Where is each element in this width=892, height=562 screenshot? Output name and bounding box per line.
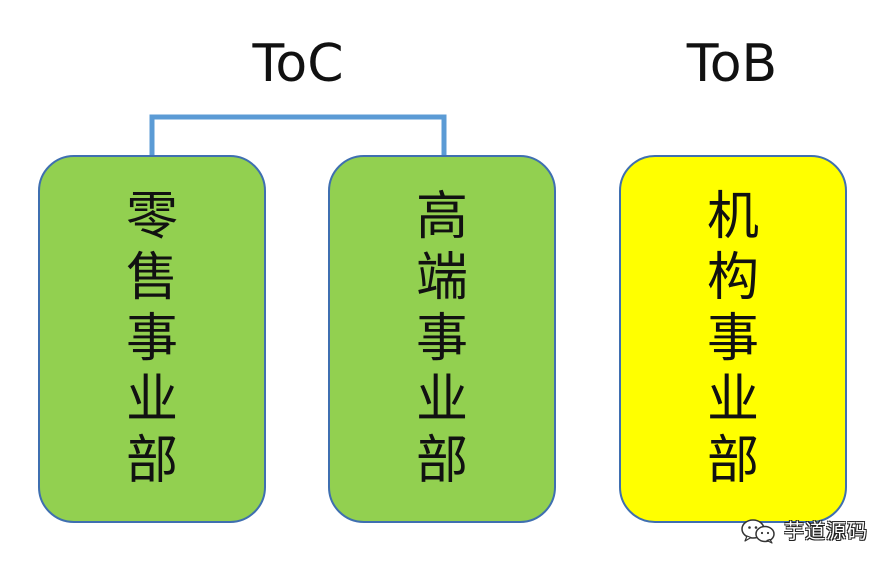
retail-division-label: 零 售 事 业 部 — [126, 187, 178, 492]
box-char: 构 — [706, 247, 759, 308]
box-char: 机 — [706, 186, 759, 247]
box-char: 部 — [415, 430, 468, 491]
box-char: 部 — [706, 430, 759, 491]
premium-division-box: 高 端 事 业 部 — [328, 155, 556, 523]
retail-division-box: 零 售 事 业 部 — [38, 155, 266, 523]
box-char: 业 — [125, 369, 178, 430]
box-char: 业 — [415, 369, 468, 430]
box-char: 事 — [125, 308, 178, 369]
premium-division-label: 高 端 事 业 部 — [416, 187, 468, 492]
institution-division-label: 机 构 事 业 部 — [707, 187, 759, 492]
box-char: 零 — [125, 186, 178, 247]
toc-group-label: ToC — [252, 34, 344, 94]
watermark: 芋道源码 — [740, 516, 868, 546]
bracket-line — [149, 114, 447, 156]
institution-division-box: 机 构 事 业 部 — [619, 155, 847, 523]
box-char: 事 — [415, 308, 468, 369]
wechat-icon — [741, 519, 775, 544]
tob-group-label: ToB — [686, 34, 778, 94]
box-char: 售 — [125, 247, 178, 308]
watermark-text: 芋道源码 — [784, 519, 868, 543]
box-char: 事 — [706, 308, 759, 369]
box-char: 高 — [415, 186, 468, 247]
box-char: 部 — [125, 430, 178, 491]
box-char: 业 — [706, 369, 759, 430]
box-char: 端 — [415, 247, 468, 308]
